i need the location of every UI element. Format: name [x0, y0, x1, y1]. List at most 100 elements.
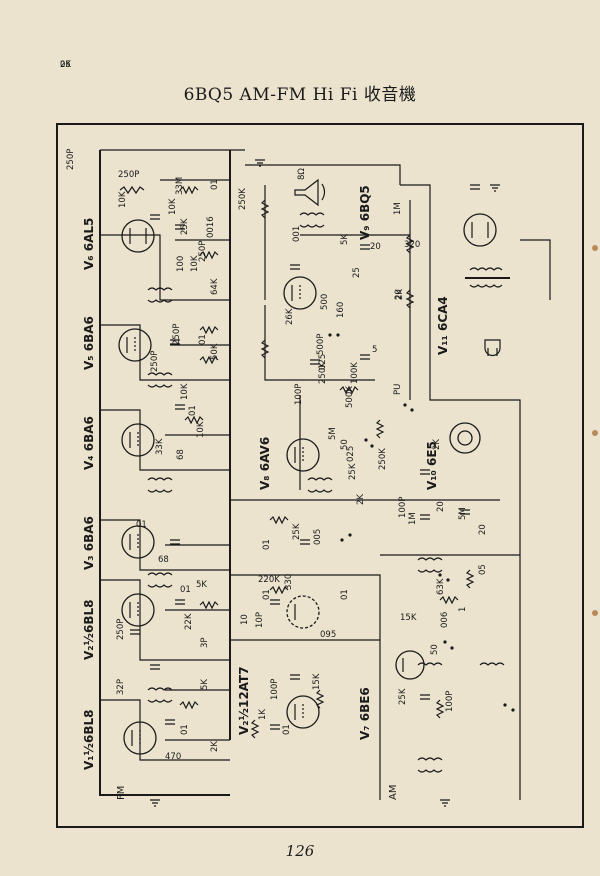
component-value-label: 5M	[328, 427, 338, 440]
vacuum-tubes	[118, 213, 497, 755]
am-band-label: AM	[388, 784, 399, 800]
tube-v11-icon	[463, 213, 497, 247]
tube-v10-icon	[449, 422, 481, 454]
component-value-label: 25	[352, 267, 362, 278]
component-value-label: 25K	[292, 523, 302, 540]
power-plug-icon	[484, 339, 501, 357]
tube-v4-icon	[121, 423, 155, 457]
tube-v2a-icon	[121, 593, 155, 627]
tube-v5-icon	[118, 328, 152, 362]
component-value-label: 5K	[196, 580, 207, 590]
component-value-label: 25K	[348, 463, 358, 480]
bus-lines	[99, 149, 551, 800]
component-value-label: 2K	[210, 741, 220, 752]
component-value-label: 100P	[270, 678, 280, 700]
component-value-label: 15K	[312, 673, 322, 690]
component-value-label: 006	[440, 611, 450, 628]
component-value-label: 01	[188, 405, 198, 416]
component-value-label: 10K	[118, 191, 128, 208]
component-value-label: 250K	[318, 362, 328, 384]
component-value-label: 10K	[196, 421, 206, 438]
component-value-label: 3P	[200, 637, 210, 648]
fm-band-label: FM	[116, 785, 127, 800]
speaker-icon	[294, 178, 326, 207]
tube-v2b-icon	[286, 595, 320, 629]
tube-label-v3: V₃ 6BA6	[82, 516, 96, 570]
component-value-label: 20	[436, 501, 446, 512]
component-value-label: 20	[394, 289, 404, 300]
tube-v7-icon	[286, 695, 320, 729]
tube-v3-icon	[121, 525, 155, 559]
component-value-label: 5K	[340, 234, 350, 245]
component-value-label: 220K	[258, 575, 280, 585]
component-value-label: 470	[165, 752, 182, 762]
component-value-label: 10P	[255, 612, 265, 628]
component-value-label: 2K	[356, 494, 366, 505]
tube-label-v5: V₅ 6BA6	[82, 316, 96, 370]
resistors	[119, 185, 475, 739]
component-value-label: 01	[282, 724, 292, 735]
tube-osc-icon	[395, 650, 425, 680]
component-value-label: 01	[262, 589, 272, 600]
component-value-label: 10K	[190, 255, 200, 272]
ground-symbols	[150, 159, 500, 807]
component-value-label: 05	[478, 564, 488, 575]
component-value-label: 01	[340, 589, 350, 600]
component-value-label: 500P	[316, 333, 326, 355]
component-value-label: 63K	[436, 578, 446, 595]
component-value-label: 001	[292, 225, 302, 242]
component-value-label: 100P	[445, 690, 455, 712]
component-value-label: 250K	[378, 448, 388, 470]
component-value-label: 01	[210, 179, 220, 190]
tube-v1-icon	[123, 721, 157, 755]
tube-v8-icon	[286, 438, 320, 472]
component-value-label: PU	[393, 383, 403, 395]
tube-label-v2a: V₂½6BL8	[82, 599, 96, 660]
component-value-label: 250P	[172, 323, 182, 345]
component-value-label: 15K	[400, 613, 417, 623]
component-value-label: 1K	[258, 709, 268, 720]
component-value-label: 330	[284, 573, 294, 590]
band-switch-contacts	[328, 333, 515, 712]
component-value-label: 68	[158, 555, 169, 565]
component-value-label: 26K	[285, 308, 295, 325]
component-value-label: 500	[320, 293, 330, 310]
binding-hole	[592, 245, 598, 251]
component-value-label: 0016	[206, 216, 216, 238]
component-value-label: 20	[478, 524, 488, 535]
component-value-label: 1M	[393, 202, 403, 215]
component-value-label: 10K	[180, 383, 190, 400]
component-value-label: 01	[198, 334, 208, 345]
tube-label-v8: V₈ 6AV6	[258, 436, 272, 490]
component-value-label: 64K	[210, 278, 220, 295]
component-value-label: 320	[404, 240, 421, 250]
tube-label-v11: V₁₁ 6CA4	[436, 296, 450, 355]
component-value-label: 2K	[60, 60, 71, 70]
component-value-label: 68	[176, 449, 186, 460]
component-value-label: 250K	[238, 188, 248, 210]
tube-v6-icon	[121, 219, 155, 253]
component-value-label: 100P	[294, 383, 304, 405]
component-value-label: 01	[262, 539, 272, 550]
component-value-label: 100K	[350, 362, 360, 384]
component-value-label: 5K	[200, 679, 210, 690]
component-value-label: 250P	[116, 618, 126, 640]
if-transformers	[147, 212, 510, 773]
component-value-label: 05	[60, 60, 71, 70]
component-value-label: 1M	[408, 512, 418, 525]
component-value-label: 250P	[118, 170, 140, 180]
component-value-label: 50	[430, 644, 440, 655]
tube-label-v1: V₁½6BL8	[82, 709, 96, 770]
component-value-label: 01	[180, 724, 190, 735]
component-value-label: 32P	[116, 679, 126, 695]
component-value-label: 100	[176, 255, 186, 272]
tube-label-v7: V₇ 6BE6	[358, 687, 372, 740]
component-value-label: 5	[372, 345, 378, 355]
component-value-label: 250P	[150, 350, 160, 372]
tube-v9-icon	[283, 276, 317, 310]
component-value-label: 33M	[175, 176, 185, 195]
page-number: 126	[285, 842, 315, 860]
component-value-label: 160	[336, 301, 346, 318]
component-value-label: 10K	[168, 198, 178, 215]
component-value-label: 005	[313, 528, 323, 545]
